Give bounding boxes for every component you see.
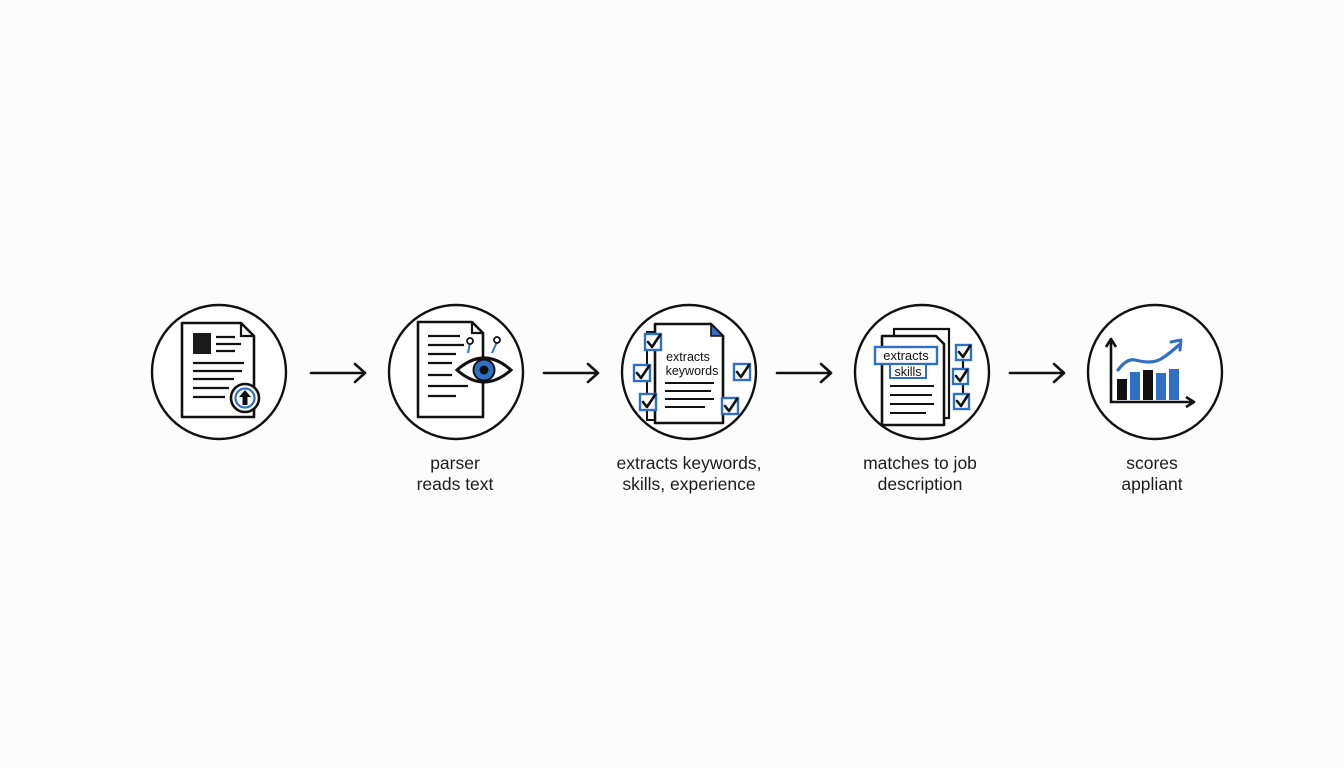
flow-arrow-2: [541, 360, 603, 386]
step-2-caption: parser reads text: [335, 453, 575, 495]
document-checklist-icon: extracts keywords: [620, 303, 758, 441]
arrow-right-icon: [775, 362, 833, 384]
step-4-icon: extracts skills: [852, 302, 992, 442]
arrow-right-icon: [542, 362, 600, 384]
doc-text-line-2: skills: [894, 365, 921, 379]
caption-line: description: [877, 474, 963, 494]
document-eye-icon: [387, 303, 525, 441]
resume-upload-icon: [150, 303, 288, 441]
caption-line: parser: [430, 453, 480, 473]
arrow-right-icon: [1008, 362, 1066, 384]
doc-text-line-2: keywords: [666, 364, 719, 378]
caption-line: appliant: [1121, 474, 1183, 494]
doc-text-line-1: extracts: [883, 348, 929, 363]
arrow-right-icon: [309, 362, 367, 384]
step-5-icon: [1085, 302, 1225, 442]
step-5-caption: scores appliant: [1032, 453, 1272, 495]
caption-line: skills, experience: [622, 474, 756, 494]
flow-arrow-4: [1007, 360, 1069, 386]
doc-text-line-1: extracts: [666, 350, 710, 364]
step-2-icon: [386, 302, 526, 442]
flow-arrow-3: [774, 360, 836, 386]
step-3-caption: extracts keywords, skills, experience: [569, 453, 809, 495]
document-match-icon: extracts skills: [853, 303, 991, 441]
step-4-caption: matches to job description: [800, 453, 1040, 495]
flow-arrow-1: [308, 360, 370, 386]
caption-line: matches to job: [863, 453, 977, 473]
caption-line: extracts keywords,: [616, 453, 762, 473]
bar-chart-trend-icon: [1086, 303, 1224, 441]
caption-line: scores: [1126, 453, 1178, 473]
caption-line: reads text: [416, 474, 494, 494]
step-1-icon: [149, 302, 289, 442]
step-3-icon: extracts keywords: [619, 302, 759, 442]
